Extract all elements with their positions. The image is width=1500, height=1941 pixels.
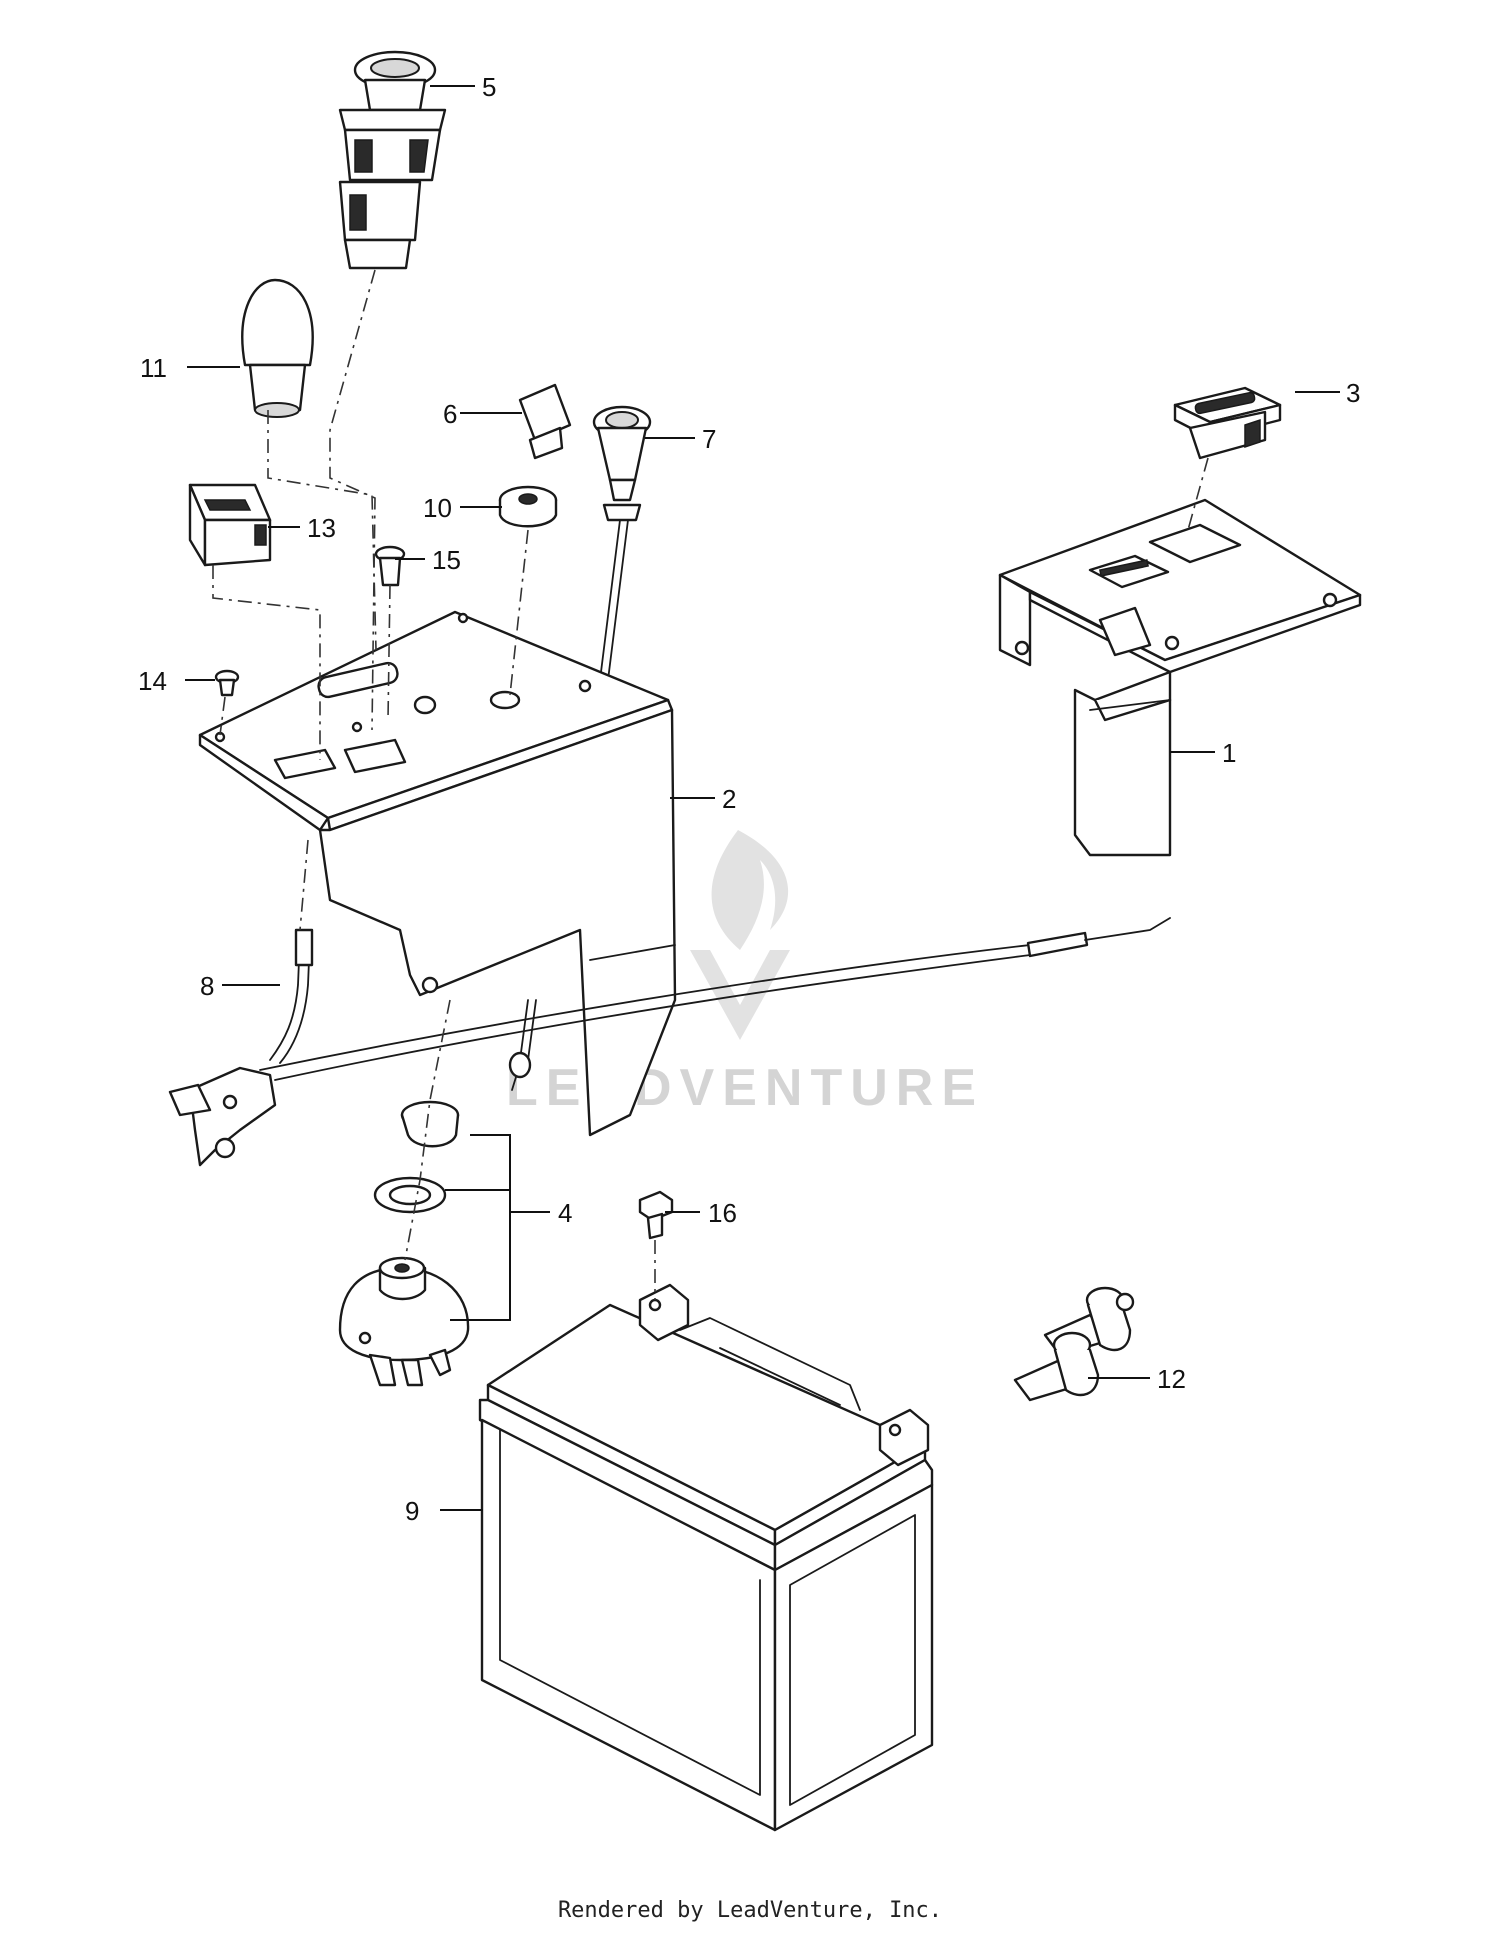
part-11-knob [241,278,314,418]
alignment-lines [212,269,1209,1300]
console-cable [508,999,537,1091]
footer-credit: Rendered by LeadVenture, Inc. [557,1898,943,1923]
callout-7: 7 [702,424,716,454]
callout-6: 6 [443,399,457,429]
callout-13: 13 [307,513,336,543]
part-6-key [518,383,572,460]
part-12-boots [1013,1286,1135,1402]
part-15-screw [374,545,406,587]
part-8-throttle [168,917,1171,1167]
part-16-screw [638,1190,674,1240]
callout-2: 2 [722,784,736,814]
callout-1: 1 [1222,738,1236,768]
callout-10: 10 [423,493,452,523]
part-1-bracket [998,498,1362,857]
callout-5: 5 [482,72,496,102]
watermark: LEADVENTURE [506,830,984,1117]
part-10-nut [498,485,558,528]
watermark-text: LEADVENTURE [506,1059,984,1117]
callout-14: 14 [138,666,167,696]
callout-16: 16 [708,1198,737,1228]
part-7-choke [592,405,652,681]
callout-labels: 1 2 3 4 5 6 7 8 9 10 11 12 13 14 15 16 [138,72,1360,1526]
callout-4: 4 [558,1198,572,1228]
callout-9: 9 [405,1496,419,1526]
callout-11: 11 [140,353,167,383]
part-5-switch [338,50,447,270]
callout-8: 8 [200,971,214,1001]
part-9-battery [478,1283,934,1832]
part-4-ignition [338,1100,550,1387]
leader-lines [185,85,1340,1511]
part-14-screw [214,669,240,697]
callout-15: 15 [432,545,461,575]
part-13-switch [188,483,272,567]
part-3-switch [1173,386,1282,460]
part-2-console [198,610,677,1137]
callout-12: 12 [1157,1364,1186,1394]
callout-3: 3 [1346,378,1360,408]
